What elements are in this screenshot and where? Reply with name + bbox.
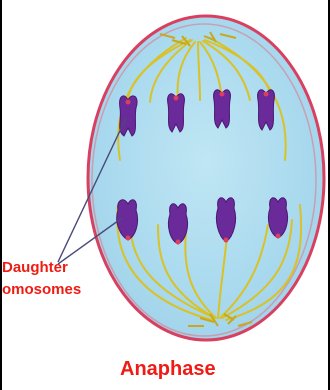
stage-caption: Anaphase: [120, 358, 216, 381]
daughter-chromosomes-label-line-1: Daughter: [2, 259, 68, 276]
daughter-chromosomes-label-line-2: omosomes: [2, 281, 81, 298]
cell-membrane: [88, 16, 324, 340]
